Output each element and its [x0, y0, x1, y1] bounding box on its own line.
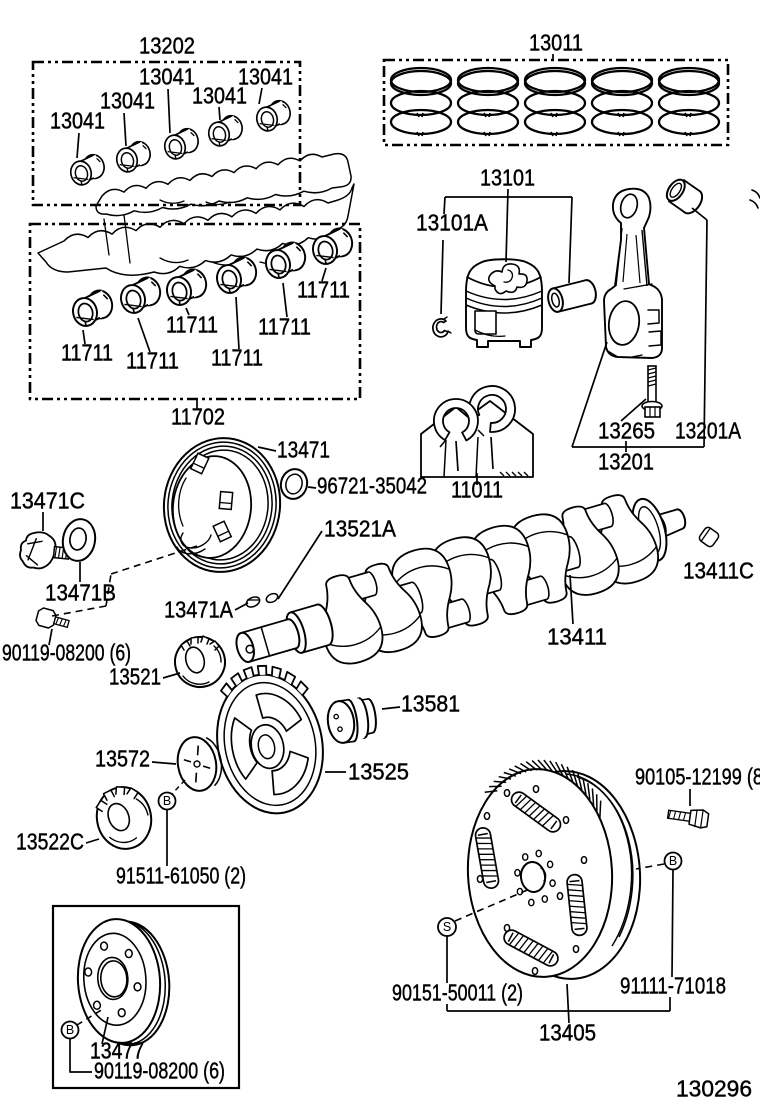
- svg-text:B: B: [66, 1023, 74, 1037]
- svg-text:13041: 13041: [100, 88, 155, 114]
- svg-text:B: B: [669, 854, 677, 868]
- svg-text:13041: 13041: [139, 64, 195, 90]
- svg-text:91111-71018: 91111-71018: [620, 973, 726, 999]
- svg-text:13011: 13011: [529, 30, 583, 56]
- svg-text:13471A: 13471A: [164, 597, 234, 623]
- svg-text:13471C: 13471C: [10, 488, 85, 514]
- svg-text:90119-08200 (6): 90119-08200 (6): [2, 640, 131, 666]
- svg-text:11711: 11711: [166, 312, 218, 338]
- svg-text:13471: 13471: [277, 437, 330, 463]
- svg-text:11702: 11702: [171, 404, 225, 430]
- svg-text:13471B: 13471B: [45, 580, 116, 606]
- svg-text:13405: 13405: [539, 1020, 596, 1046]
- svg-text:13525: 13525: [348, 759, 409, 785]
- svg-text:90105-12199 (8: 90105-12199 (8: [635, 764, 760, 790]
- svg-text:11711: 11711: [126, 348, 179, 374]
- svg-text:11711: 11711: [211, 345, 263, 371]
- svg-text:13521A: 13521A: [324, 516, 397, 542]
- svg-text:90119-08200 (6): 90119-08200 (6): [94, 1058, 225, 1084]
- svg-text:13201: 13201: [598, 449, 654, 475]
- svg-text:11011: 11011: [451, 477, 503, 503]
- svg-text:13522C: 13522C: [16, 829, 84, 855]
- svg-text:S: S: [443, 920, 451, 934]
- svg-text:11711: 11711: [258, 314, 311, 340]
- svg-text:13411C: 13411C: [683, 558, 754, 584]
- svg-text:11711: 11711: [297, 277, 350, 303]
- svg-text:13265: 13265: [598, 418, 655, 444]
- svg-text:13041: 13041: [50, 108, 105, 134]
- svg-text:13521: 13521: [109, 664, 161, 690]
- svg-text:13101A: 13101A: [416, 210, 489, 236]
- svg-text:13101: 13101: [480, 165, 535, 191]
- svg-text:130296: 130296: [676, 1076, 752, 1102]
- svg-text:13581: 13581: [401, 691, 460, 717]
- svg-text:13411: 13411: [547, 624, 607, 650]
- svg-text:13041: 13041: [238, 64, 293, 90]
- svg-text:13202: 13202: [139, 33, 195, 59]
- svg-text:B: B: [163, 794, 171, 808]
- svg-text:90151-50011 (2): 90151-50011 (2): [392, 980, 523, 1006]
- svg-text:13572: 13572: [95, 746, 150, 772]
- svg-text:96721-35042: 96721-35042: [317, 473, 427, 499]
- svg-text:11711: 11711: [61, 340, 113, 366]
- svg-text:13201A: 13201A: [675, 418, 742, 444]
- svg-text:91511-61050 (2): 91511-61050 (2): [116, 863, 246, 889]
